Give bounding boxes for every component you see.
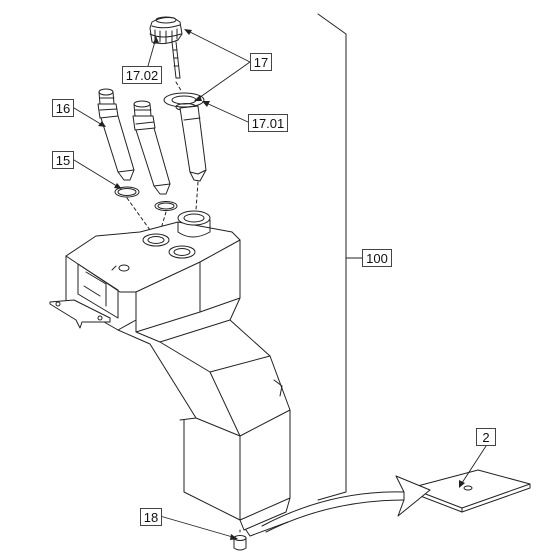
filler-cap: [149, 16, 183, 79]
callout-17-02: 17.02: [122, 66, 162, 84]
callout-18: 18: [140, 508, 162, 526]
callout-17-01: 17.01: [248, 114, 288, 132]
o-rings: [114, 186, 178, 211]
reservoir-tank: [49, 210, 291, 537]
assembly-dashed-lines: [126, 81, 199, 233]
callout-2: 2: [476, 428, 496, 446]
drain-plug: [233, 529, 247, 551]
callout-15: 15: [52, 151, 74, 169]
sender-tube-middle: [132, 100, 171, 195]
relation-arrow: [261, 475, 431, 533]
leader-lines: [73, 29, 487, 539]
callout-100: 100: [362, 249, 392, 267]
assembly-bracket-100: [317, 13, 363, 501]
callout-17: 17: [250, 53, 272, 71]
callout-16: 16: [52, 99, 74, 117]
sender-tube-right: [179, 105, 207, 182]
sender-tube-left: [97, 88, 135, 181]
